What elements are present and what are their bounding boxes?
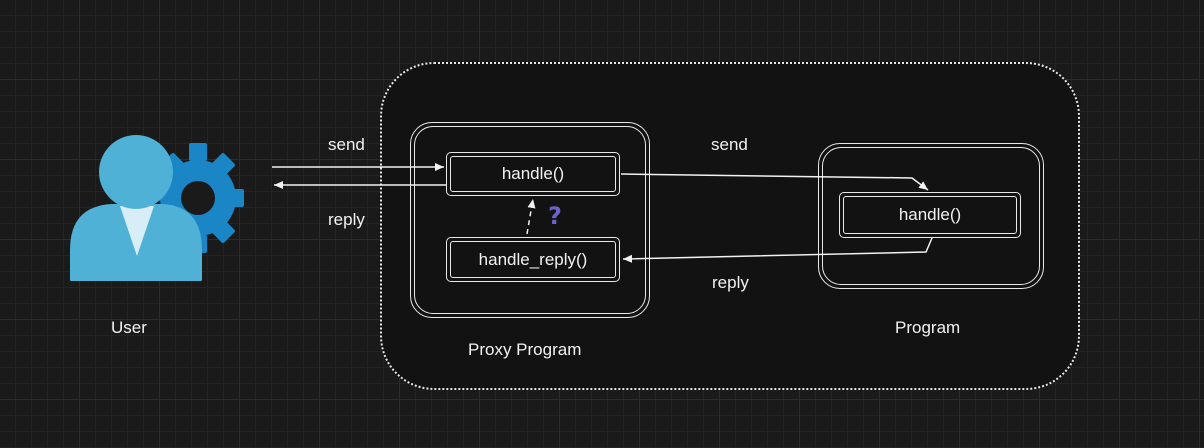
program-label: Program bbox=[895, 318, 961, 337]
user-reply-label: reply bbox=[328, 210, 365, 229]
program-handle-box[interactable]: handle() bbox=[839, 192, 1021, 238]
proxy-handle-label: handle() bbox=[501, 164, 565, 183]
user-label: User bbox=[111, 318, 147, 337]
handle-reply-to-handle-dashed-arrow bbox=[526, 198, 536, 235]
proxy-handle-reply-box[interactable]: handle_reply() bbox=[446, 237, 620, 282]
question-mark-icon: ? bbox=[548, 202, 562, 230]
proxy-send-arrow bbox=[620, 173, 929, 191]
user-send-label: send bbox=[328, 135, 365, 154]
proxy-send-label: send bbox=[711, 135, 748, 154]
program-handle-label: handle() bbox=[898, 205, 962, 224]
proxy-handle-reply-label: handle_reply() bbox=[478, 249, 588, 269]
proxy-program-label: Proxy Program bbox=[468, 340, 582, 359]
user-icon bbox=[70, 135, 202, 281]
proxy-reply-arrow bbox=[622, 237, 933, 263]
proxy-handle-box[interactable]: handle() bbox=[446, 152, 620, 196]
proxy-reply-label: reply bbox=[712, 273, 749, 292]
